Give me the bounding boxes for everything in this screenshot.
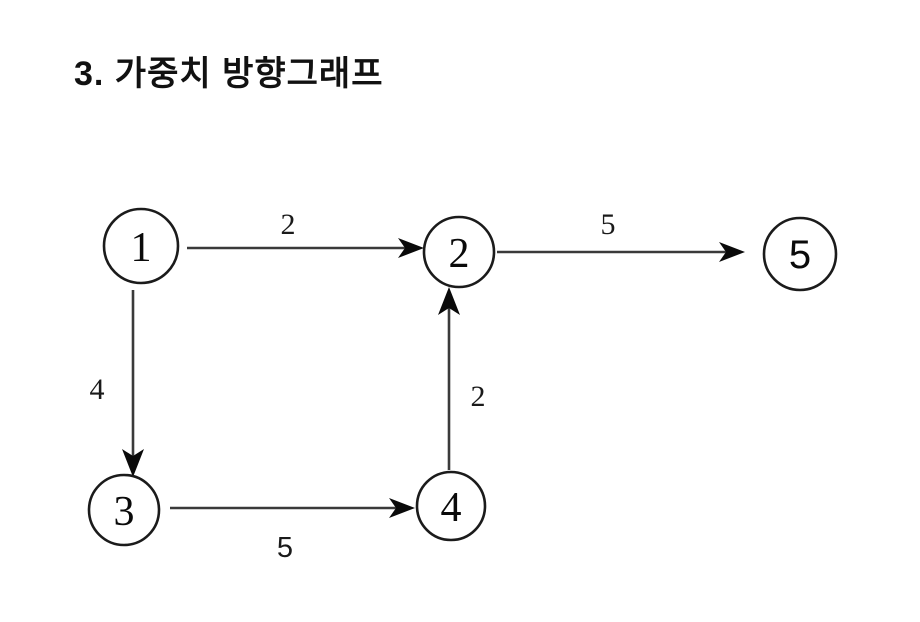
node-5[interactable]: 5 (762, 216, 838, 292)
edge-4-to-2-arrowhead (438, 287, 460, 315)
edge-1-to-2-arrowhead (398, 238, 424, 258)
edge-1-to-2-weight: 2 (281, 208, 296, 241)
edge-1-to-3-weight: 4 (90, 373, 105, 406)
edge-2-to-5: 5 (497, 208, 745, 262)
edge-4-to-2-weight: 2 (471, 380, 486, 413)
node-5-circle[interactable] (762, 216, 838, 292)
edge-1-to-3-arrowhead (122, 449, 144, 477)
node-1[interactable]: 1 (102, 207, 180, 285)
edge-4-to-2: 2 (438, 287, 486, 470)
node-3[interactable]: 3 (87, 473, 161, 547)
edge-3-to-4-weight: 5 (277, 532, 293, 564)
page-title: 3. 가중치 방향그래프 (74, 55, 384, 93)
node-5-label: 5 (789, 233, 811, 277)
edge-1-to-3: 4 (90, 290, 144, 477)
node-1-circle[interactable] (102, 207, 180, 285)
node-2-label: 2 (449, 231, 470, 277)
node-2[interactable]: 2 (422, 215, 496, 289)
node-3-label: 3 (114, 489, 135, 535)
node-4-circle[interactable] (415, 470, 487, 542)
node-3-circle[interactable] (87, 473, 161, 547)
edge-2-to-5-arrowhead (719, 242, 745, 262)
edge-1-to-2: 2 (187, 208, 424, 258)
node-2-circle[interactable] (422, 215, 496, 289)
edge-3-to-4-arrowhead (389, 498, 415, 518)
node-4[interactable]: 4 (415, 470, 487, 542)
edge-3-to-4: 5 (170, 498, 415, 564)
node-4-label: 4 (441, 485, 462, 531)
node-1-label: 1 (131, 225, 152, 271)
edge-2-to-5-weight: 5 (601, 208, 616, 241)
